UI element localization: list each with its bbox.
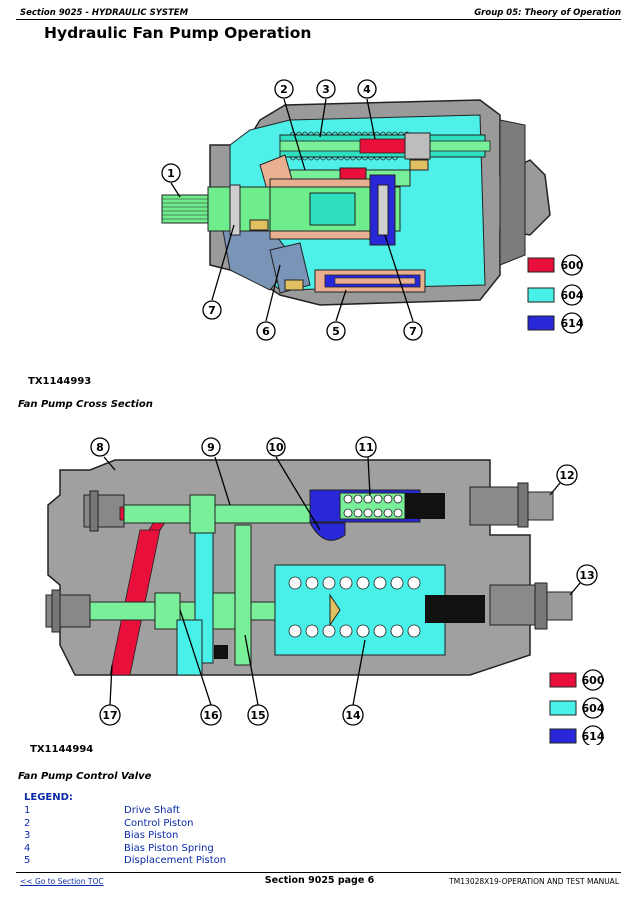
swatch-604 bbox=[549, 700, 577, 716]
figure2-caption: Fan Pump Control Valve bbox=[18, 771, 152, 782]
svg-text:17: 17 bbox=[102, 709, 117, 722]
page-title: Hydraulic Fan Pump Operation bbox=[44, 24, 312, 42]
swatch-600 bbox=[549, 672, 577, 688]
callout-13: 13 bbox=[569, 564, 598, 596]
svg-text:12: 12 bbox=[559, 469, 574, 482]
svg-text:15: 15 bbox=[250, 709, 265, 722]
svg-text:600: 600 bbox=[582, 674, 605, 687]
svg-text:10: 10 bbox=[268, 441, 284, 454]
callout-3: 3 bbox=[316, 79, 336, 138]
svg-text:8: 8 bbox=[96, 441, 104, 454]
header-divider bbox=[16, 19, 621, 20]
callout-9: 9 bbox=[201, 437, 231, 506]
svg-text:1: 1 bbox=[167, 167, 175, 180]
svg-text:604: 604 bbox=[561, 289, 584, 302]
svg-text:614: 614 bbox=[582, 730, 605, 743]
figure2-color-legend: 600 604 614 bbox=[549, 669, 605, 745]
svg-text:604: 604 bbox=[582, 702, 605, 715]
swatch-600 bbox=[527, 257, 555, 273]
swatch-604 bbox=[527, 287, 555, 303]
svg-text:3: 3 bbox=[322, 83, 330, 96]
svg-text:7: 7 bbox=[208, 304, 216, 317]
figure1-color-legend: 600 604 614 bbox=[527, 254, 584, 334]
header-section: Section 9025 - HYDRAULIC SYSTEM bbox=[20, 8, 189, 18]
callout-11: 11 bbox=[355, 436, 377, 496]
callout-1: 1 bbox=[161, 163, 181, 198]
swatch-614 bbox=[549, 728, 577, 744]
callout-7-left: 7 bbox=[202, 224, 235, 320]
svg-text:16: 16 bbox=[203, 709, 219, 722]
svg-text:614: 614 bbox=[561, 317, 584, 330]
section-toc-link[interactable]: << Go to Section TOC bbox=[20, 877, 104, 886]
callout-17: 17 bbox=[99, 664, 121, 726]
figure2-id: TX1144994 bbox=[30, 744, 94, 755]
figure1-caption: Fan Pump Cross Section bbox=[18, 399, 153, 410]
figure1-id: TX1144993 bbox=[28, 376, 92, 387]
upper-spool bbox=[123, 504, 325, 524]
callout-12: 12 bbox=[549, 464, 578, 496]
fan-pump-cross-section-figure: 1 2 3 4 5 6 7 bbox=[161, 79, 584, 341]
svg-text:11: 11 bbox=[358, 441, 373, 454]
swatch-614 bbox=[527, 315, 555, 331]
header-bar: Section 9025 - HYDRAULIC SYSTEM Group 05… bbox=[16, 6, 621, 20]
callout-6: 6 bbox=[256, 264, 281, 341]
svg-text:13: 13 bbox=[579, 569, 594, 582]
callout-8: 8 bbox=[90, 437, 116, 471]
callout-10: 10 bbox=[266, 437, 321, 531]
svg-text:14: 14 bbox=[345, 709, 361, 722]
callout-7-right: 7 bbox=[384, 234, 423, 341]
svg-text:600: 600 bbox=[561, 259, 584, 272]
footer-divider bbox=[16, 872, 621, 873]
manual-id: TM13028X19-OPERATION AND TEST MANUAL bbox=[449, 877, 619, 886]
header-group: Group 05: Theory of Operation bbox=[474, 8, 621, 18]
svg-text:9: 9 bbox=[207, 441, 215, 454]
svg-text:7: 7 bbox=[409, 325, 417, 338]
callout-5: 5 bbox=[326, 289, 347, 341]
page-number: Section 9025 page 6 bbox=[264, 875, 375, 886]
callout-2: 2 bbox=[274, 79, 306, 171]
callout-14: 14 bbox=[342, 639, 366, 726]
svg-text:2: 2 bbox=[280, 83, 288, 96]
fan-pump-control-valve-figure: 8 9 10 11 12 13 14 bbox=[45, 436, 605, 745]
svg-text:6: 6 bbox=[262, 325, 270, 338]
svg-text:4: 4 bbox=[363, 83, 371, 96]
callout-15: 15 bbox=[244, 634, 269, 726]
callout-4: 4 bbox=[357, 79, 377, 140]
svg-text:5: 5 bbox=[332, 325, 340, 338]
callout-16: 16 bbox=[179, 609, 222, 726]
legend-heading: LEGEND: bbox=[24, 792, 73, 803]
bias-piston-red bbox=[359, 138, 406, 154]
